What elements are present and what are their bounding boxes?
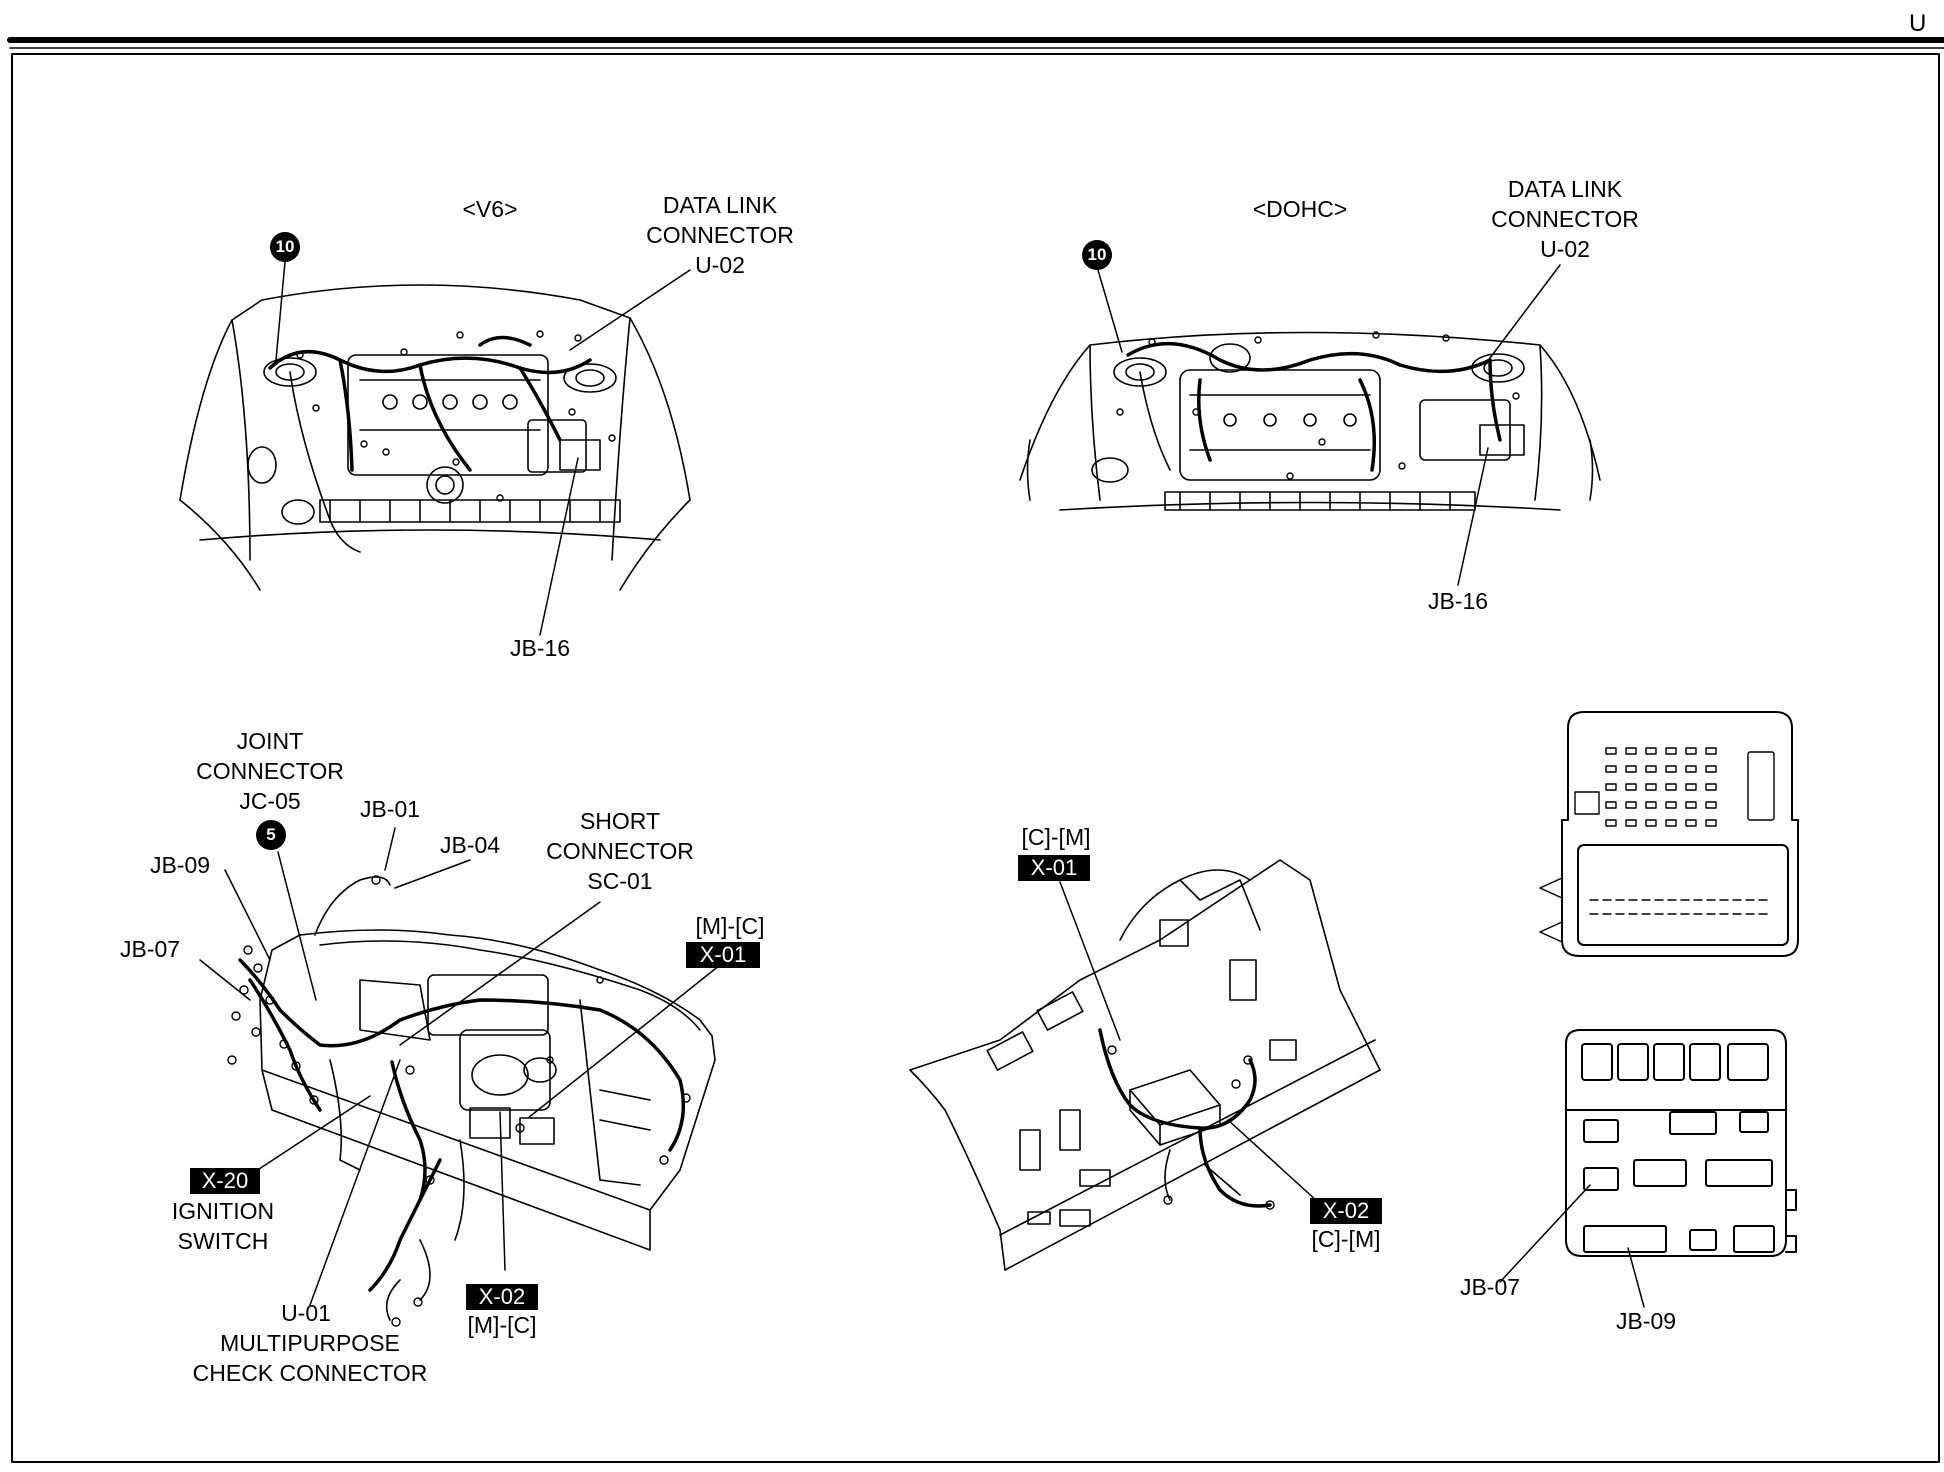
junction-box-leader-lines: [1499, 1184, 1645, 1308]
dohc-variant-label: <DOHC>: [1252, 196, 1348, 222]
v6-dlc-code: U-02: [695, 252, 745, 278]
floor-leader-lines: [1059, 881, 1319, 1203]
dohc-engine-bay-drawing: [1019, 331, 1601, 511]
page-header-rule: [7, 37, 1944, 49]
short-connector-code: SC-01: [587, 868, 653, 894]
jb09-label-box: JB-09: [1615, 1308, 1677, 1334]
short-connector-line2: CONNECTOR: [546, 838, 694, 864]
jb01-label: JB-01: [359, 796, 421, 822]
jb09-label-dash: JB-09: [149, 852, 211, 878]
joint-connector-code: JC-05: [239, 788, 301, 814]
ignition-switch-line2: SWITCH: [177, 1228, 269, 1254]
joint-connector-badge: 5: [256, 820, 286, 850]
u01-line1: MULTIPURPOSE: [220, 1330, 400, 1356]
v6-dlc-line2: CONNECTOR: [646, 222, 794, 248]
dashboard-harness-drawing: [227, 875, 716, 1327]
jb07-label-dash: JB-07: [119, 936, 181, 962]
short-connector-line1: SHORT: [579, 808, 661, 834]
dohc-dlc-line2: CONNECTOR: [1491, 206, 1639, 232]
v6-dlc-line1: DATA LINK: [662, 192, 778, 218]
floor-pan-harness-drawing: [909, 859, 1381, 1271]
ignition-switch-line1: IGNITION: [171, 1198, 275, 1224]
floor-x02-route: [C]-[M]: [1311, 1226, 1381, 1252]
u01-line2: CHECK CONNECTOR: [192, 1360, 428, 1386]
jb07-label-box: JB-07: [1459, 1274, 1521, 1300]
x20-tag: X-20: [190, 1168, 260, 1194]
dohc-jb16-label: JB-16: [1427, 588, 1489, 614]
joint-connector-line1: JOINT: [236, 728, 304, 754]
jb04-label: JB-04: [439, 832, 501, 858]
dash-x02-tag: X-02: [466, 1284, 538, 1310]
junction-box-top-drawing: [1539, 711, 1799, 957]
dash-x01-tag: X-01: [686, 942, 760, 968]
floor-x01-route: [C]-[M]: [1021, 824, 1091, 850]
v6-ground-badge: 10: [270, 232, 300, 262]
diagram-frame: [11, 53, 1940, 1463]
floor-x02-tag: X-02: [1310, 1198, 1382, 1224]
v6-variant-label: <V6>: [462, 196, 518, 222]
v6-jb16-label: JB-16: [509, 635, 571, 661]
page-section-letter: U: [1909, 10, 1927, 37]
v6-engine-bay-drawing: [179, 284, 691, 591]
dohc-dlc-code: U-02: [1540, 236, 1590, 262]
dohc-dlc-line1: DATA LINK: [1507, 176, 1623, 202]
v6-leader-lines: [275, 261, 691, 636]
dohc-ground-badge: 10: [1082, 240, 1112, 270]
junction-box-bottom-drawing: [1565, 1029, 1797, 1257]
dashboard-leader-lines: [199, 827, 721, 1306]
dash-x01-route: [M]-[C]: [695, 913, 765, 939]
joint-connector-line2: CONNECTOR: [196, 758, 344, 784]
floor-x01-tag: X-01: [1018, 855, 1090, 881]
dash-x02-route: [M]-[C]: [467, 1312, 537, 1338]
u01-code: U-01: [281, 1300, 331, 1326]
dohc-leader-lines: [1097, 264, 1561, 586]
